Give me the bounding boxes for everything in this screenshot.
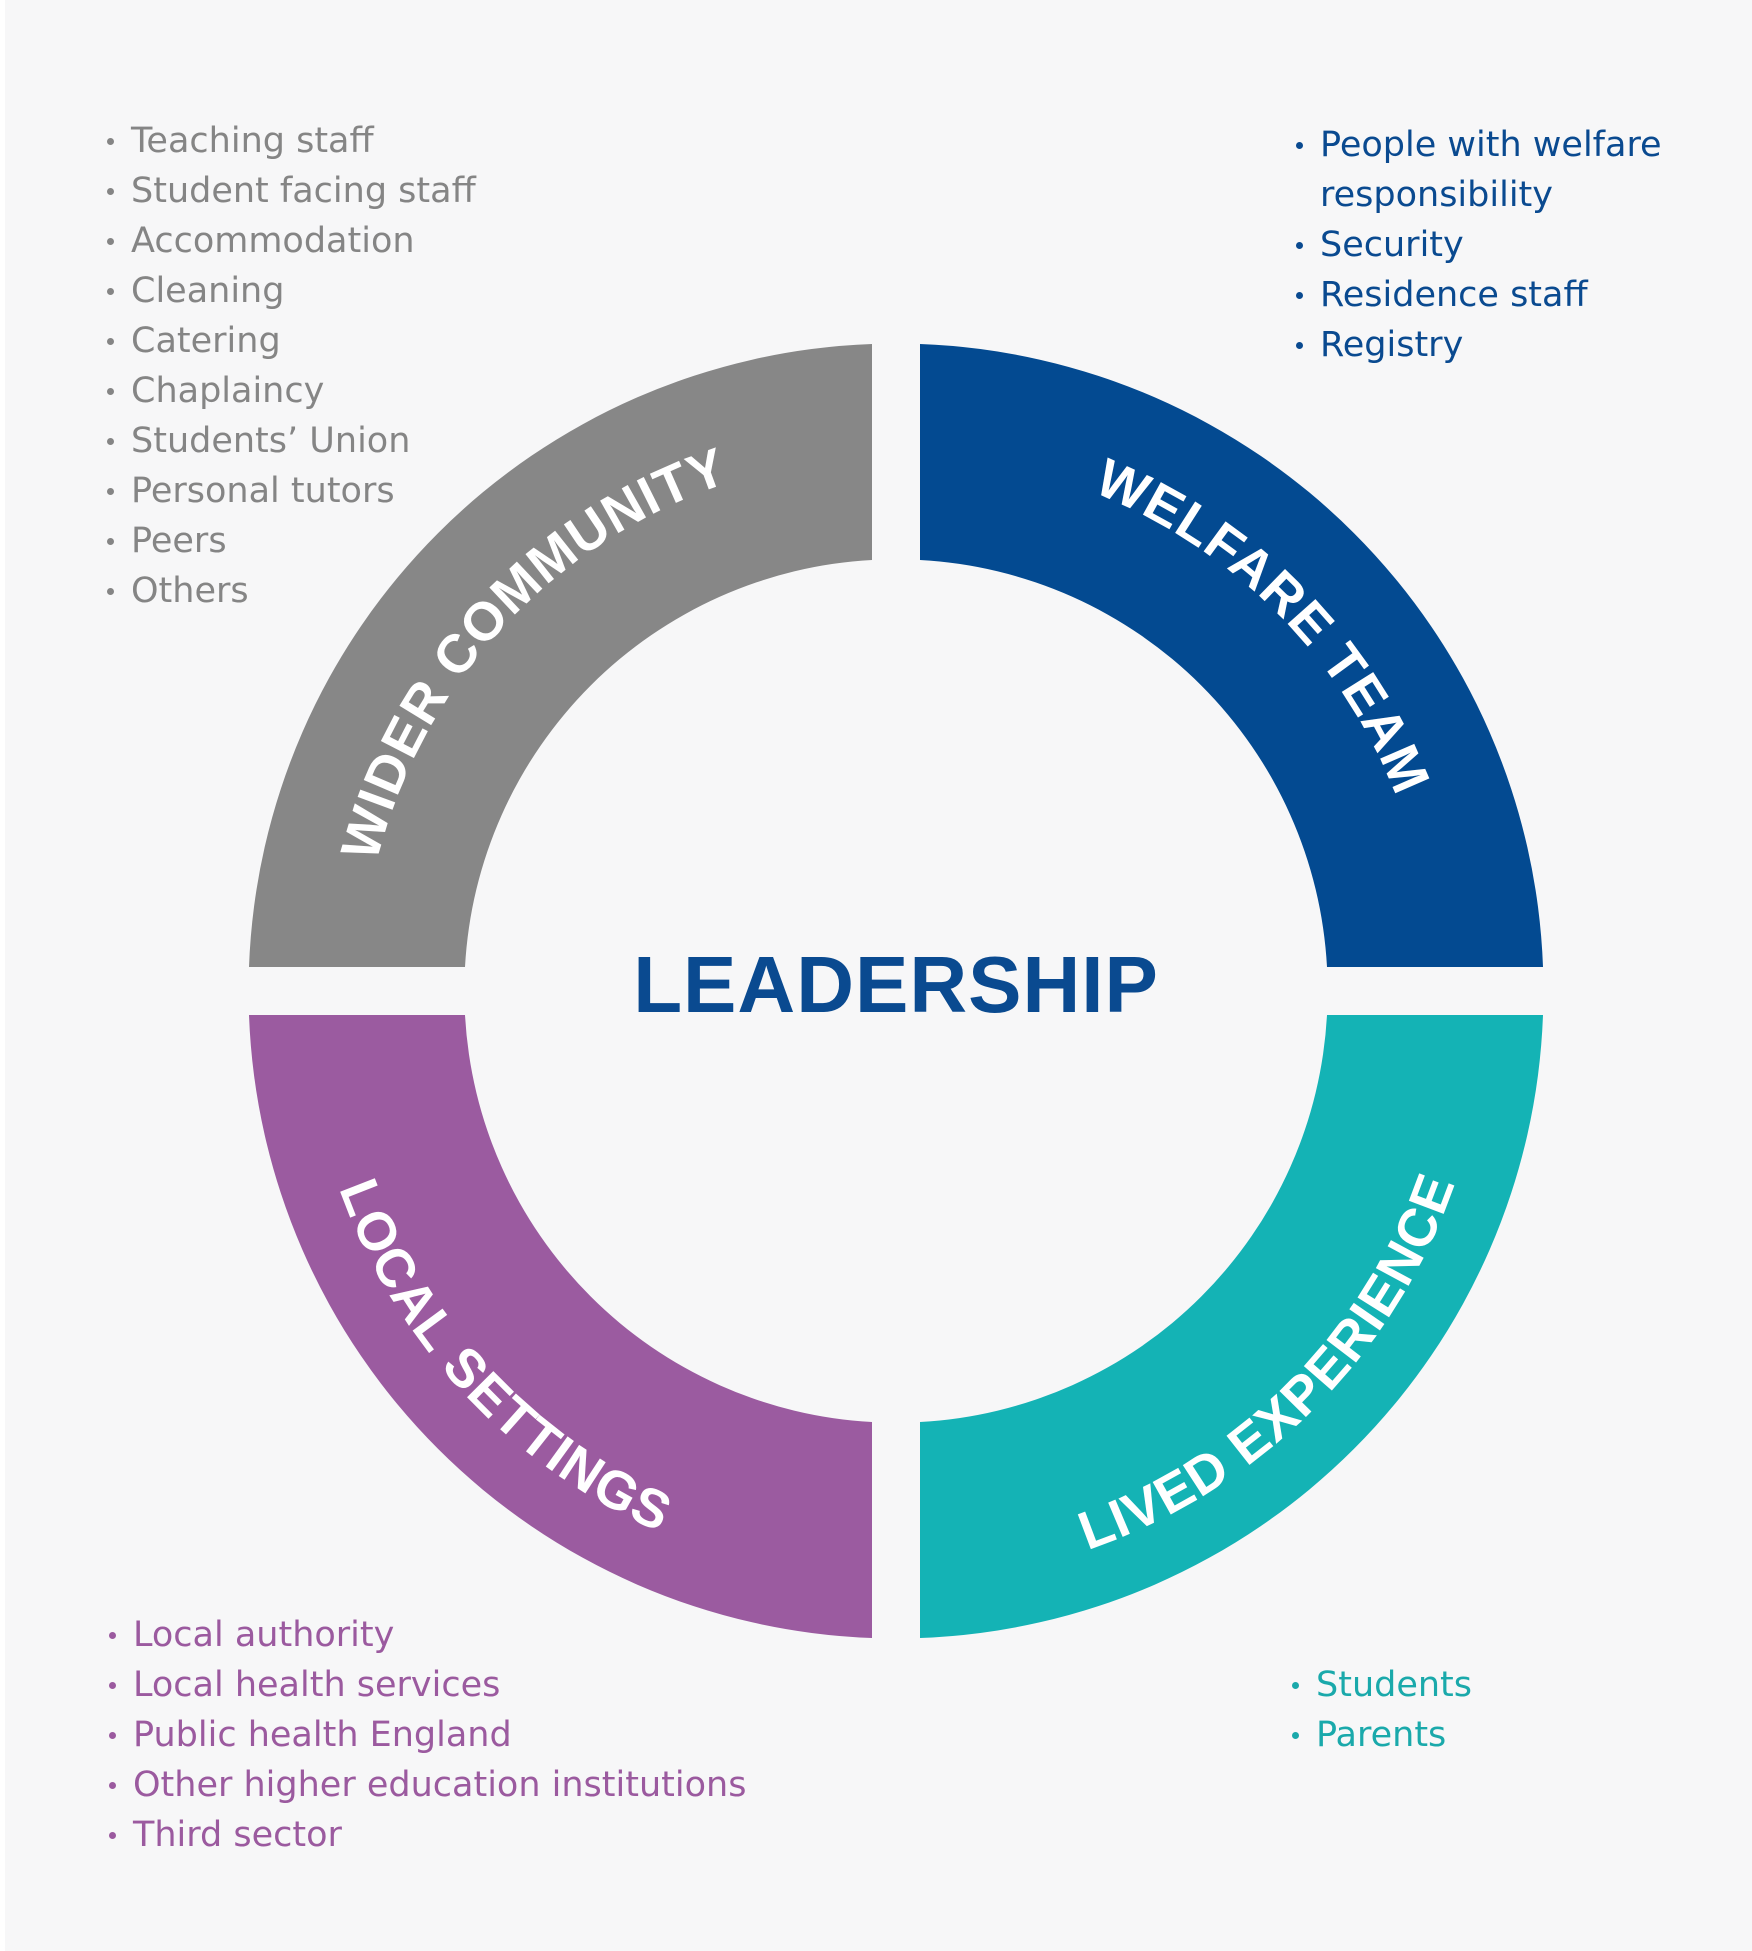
list-item: Accommodation	[105, 216, 476, 266]
list-item: Public health England	[107, 1710, 746, 1760]
list-item: Security	[1294, 220, 1662, 270]
list-item: People with welfare	[1294, 120, 1662, 170]
list-item: Local authority	[107, 1610, 746, 1660]
welfare-team-list: People with welfare responsibility Secur…	[1294, 120, 1662, 370]
lived-experience-list: Students Parents	[1290, 1660, 1472, 1760]
list-item: Residence staff	[1294, 270, 1662, 320]
list-item: Teaching staff	[105, 116, 476, 166]
local-settings-list: Local authority Local health services Pu…	[107, 1610, 746, 1860]
wider-community-segment	[249, 344, 872, 967]
list-item: Students’ Union	[105, 416, 476, 466]
list-item: Catering	[105, 316, 476, 366]
list-item: Third sector	[107, 1810, 746, 1860]
list-item: Other higher education institutions	[107, 1760, 746, 1810]
wider-community-list: Teaching staff Student facing staff Acco…	[105, 116, 476, 616]
list-item: Registry	[1294, 320, 1662, 370]
local-settings-segment	[249, 1015, 872, 1638]
list-item: Others	[105, 566, 476, 616]
list-item: Chaplaincy	[105, 366, 476, 416]
list-item: Student facing staff	[105, 166, 476, 216]
list-item: Local health services	[107, 1660, 746, 1710]
list-item: Personal tutors	[105, 466, 476, 516]
list-item: Students	[1290, 1660, 1472, 1710]
leadership-ring-diagram: WIDER COMMUNITY WELFARE TEAM LOCAL SETTI…	[249, 344, 1543, 1638]
center-title: LEADERSHIP	[633, 940, 1159, 1029]
diagram-canvas: WIDER COMMUNITY WELFARE TEAM LOCAL SETTI…	[5, 0, 1752, 1951]
list-item: Parents	[1290, 1710, 1472, 1760]
list-item: Cleaning	[105, 266, 476, 316]
list-item: Peers	[105, 516, 476, 566]
lived-experience-segment	[920, 1015, 1543, 1638]
welfare-team-segment	[920, 344, 1543, 967]
list-item-continuation: responsibility	[1320, 175, 1553, 215]
